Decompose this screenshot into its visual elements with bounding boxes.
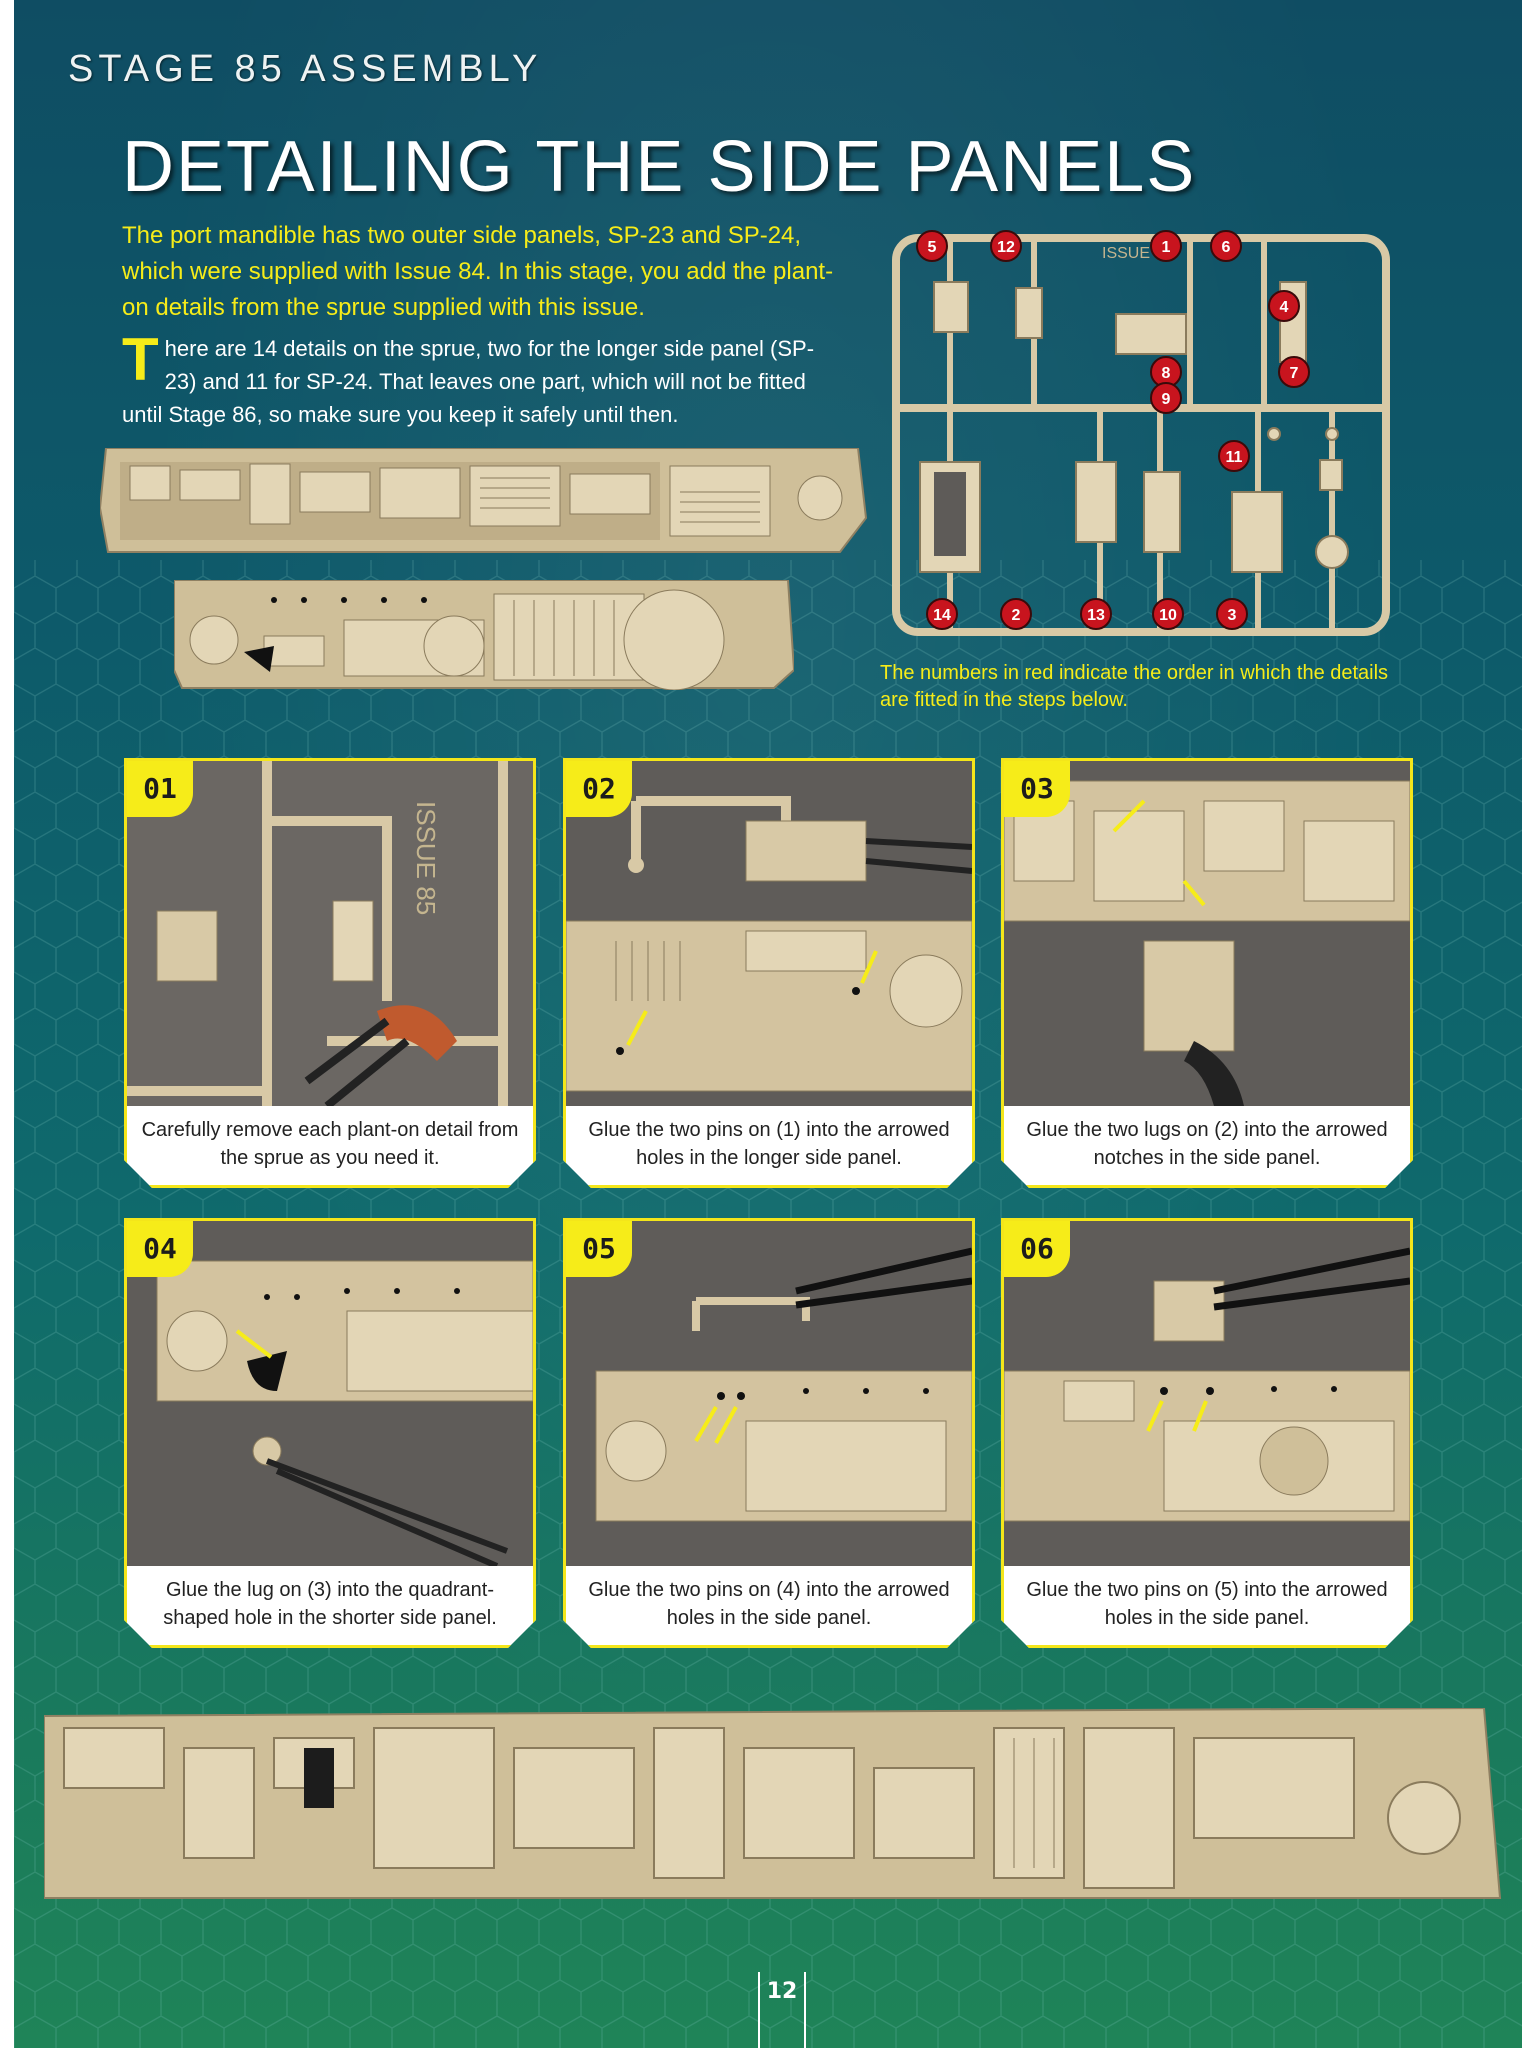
- side-panel-sp23-image: [100, 448, 868, 553]
- sprue-marker-label: 13: [1087, 607, 1105, 624]
- step-04-photo: [127, 1221, 533, 1566]
- sprue-text: ISSUE 85: [411, 801, 441, 915]
- sprue-marker-circle: [1218, 440, 1250, 472]
- page: STAGE 85 ASSEMBLY DETAILING THE SIDE PAN…: [14, 0, 1522, 2048]
- stage-label: STAGE 85 ASSEMBLY: [68, 48, 543, 90]
- step-02-caption: Glue the two pins on (1) into the arrowe…: [588, 1119, 950, 1169]
- sprue-marker-label: 4: [1280, 299, 1289, 316]
- sprue-marker-circle: [916, 230, 948, 262]
- sprue-marker-circle: [1268, 290, 1300, 322]
- sprue-marker-circle: [990, 230, 1022, 262]
- step-04: 04 Glue the lug on (3) into the quadrant…: [124, 1218, 536, 1648]
- step-05-number: 05: [566, 1221, 632, 1277]
- step-01-caption: Carefully remove each plant-on detail fr…: [141, 1119, 519, 1169]
- sprue-marker-circle: [1080, 598, 1112, 630]
- step-01-photo: ISSUE 85: [127, 761, 533, 1106]
- sprue-marker-label: 8: [1162, 365, 1171, 382]
- sprue-marker-label: 10: [1159, 607, 1177, 624]
- sprue-marker-label: 14: [933, 607, 951, 624]
- step-05-photo: [566, 1221, 972, 1566]
- body-text: here are 14 details on the sprue, two fo…: [122, 336, 815, 427]
- step-02-photo: [566, 761, 972, 1106]
- step-05-caption: Glue the two pins on (4) into the arrowe…: [588, 1579, 950, 1629]
- step-06: 06 Glue the two pins on (5) into the arr…: [1001, 1218, 1413, 1648]
- sprue-marker-label: 7: [1290, 365, 1299, 382]
- step-03: 03 Glue the two lugs on (2) into the arr…: [1001, 758, 1413, 1188]
- intro-paragraph: The port mandible has two outer side pan…: [122, 222, 834, 321]
- sprue-marker-label: 1: [1162, 239, 1171, 256]
- sprue-marker-label: 5: [928, 239, 937, 256]
- sprue-marker-circle: [1278, 356, 1310, 388]
- sprue-marker-label: 11: [1226, 449, 1243, 466]
- sprue-caption: The numbers in red indicate the order in…: [880, 662, 1389, 711]
- sprue-marker-circle: [1152, 598, 1184, 630]
- sprue-marker-label: 12: [997, 239, 1015, 256]
- dropcap: T: [122, 326, 159, 393]
- side-panel-sp24-image: [174, 580, 794, 690]
- step-06-photo: [1004, 1221, 1410, 1566]
- sprue-marker-circle: [926, 598, 958, 630]
- step-04-caption: Glue the lug on (3) into the quadrant-sh…: [163, 1579, 497, 1629]
- step-06-number: 06: [1004, 1221, 1070, 1277]
- step-03-number: 03: [1004, 761, 1070, 817]
- page-title: DETAILING THE SIDE PANELS: [122, 127, 1197, 207]
- sprue-marker-circle: [1216, 598, 1248, 630]
- assembled-side-panel-image: [44, 1708, 1502, 1899]
- step-05: 05 Glue the two pins on (4) into the arr…: [563, 1218, 975, 1648]
- sprue-marker-circle: [1150, 230, 1182, 262]
- step-02: 02 Glue the two pins on (1) into the arr…: [563, 758, 975, 1188]
- sprue-marker-label: 9: [1162, 391, 1171, 408]
- step-06-caption: Glue the two pins on (5) into the arrowe…: [1026, 1579, 1388, 1629]
- sprue-marker-circle: [1210, 230, 1242, 262]
- step-02-number: 02: [566, 761, 632, 817]
- step-03-photo: [1004, 761, 1410, 1106]
- sprue-marker-label: 3: [1228, 607, 1237, 624]
- step-01: ISSUE 85 01 Carefully remove each plant-…: [124, 758, 536, 1188]
- page-number: 12: [758, 1972, 806, 2048]
- sprue-marker-label: 2: [1012, 607, 1021, 624]
- sprue-marker-circle: [1000, 598, 1032, 630]
- sprue-marker-label: 6: [1222, 239, 1231, 256]
- step-01-number: 01: [127, 761, 193, 817]
- sprue-marker-circle: [1150, 382, 1182, 414]
- step-03-caption: Glue the two lugs on (2) into the arrowe…: [1026, 1119, 1388, 1169]
- step-04-number: 04: [127, 1221, 193, 1277]
